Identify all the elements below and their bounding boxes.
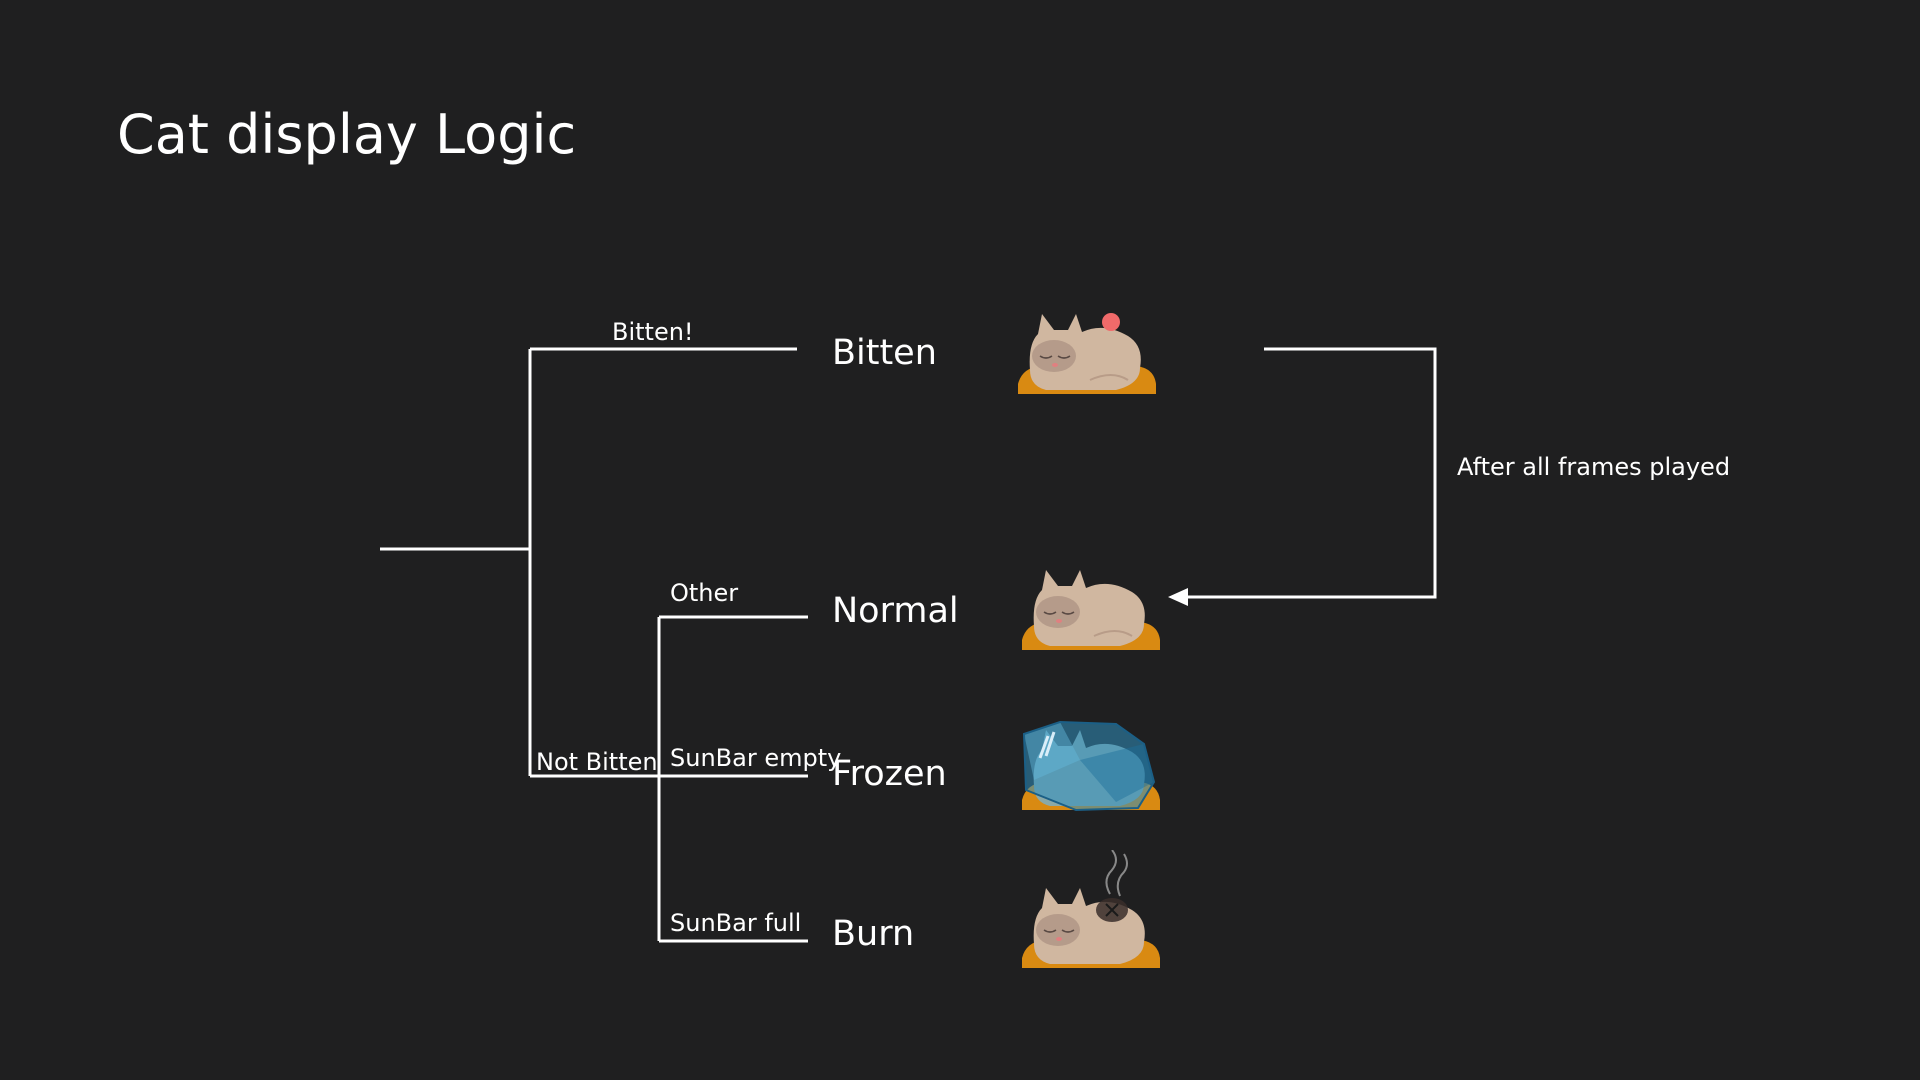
cat-normal-sprite (1022, 570, 1160, 650)
edge-label-sunbar-empty: SunBar empty (670, 744, 842, 772)
cat-frozen-sprite (1022, 720, 1160, 812)
edge-label-other: Other (670, 579, 739, 607)
cat-burn-sprite (1022, 850, 1160, 968)
edge-label-not-bitten: Not Bitten (536, 748, 658, 776)
return-arrowhead (1168, 588, 1188, 606)
return-loop-line (1180, 347, 1437, 599)
edge-label-bitten: Bitten! (612, 318, 694, 346)
state-label-bitten: Bitten (832, 333, 937, 373)
edge-label-sunbar-full: SunBar full (670, 909, 802, 937)
cat-bitten-sprite (1018, 313, 1156, 394)
page-title: Cat display Logic (117, 103, 577, 166)
edge-label-after-frames: After all frames played (1457, 453, 1731, 481)
state-label-normal: Normal (832, 591, 959, 631)
state-label-burn: Burn (832, 914, 915, 954)
state-label-frozen: Frozen (832, 754, 947, 794)
